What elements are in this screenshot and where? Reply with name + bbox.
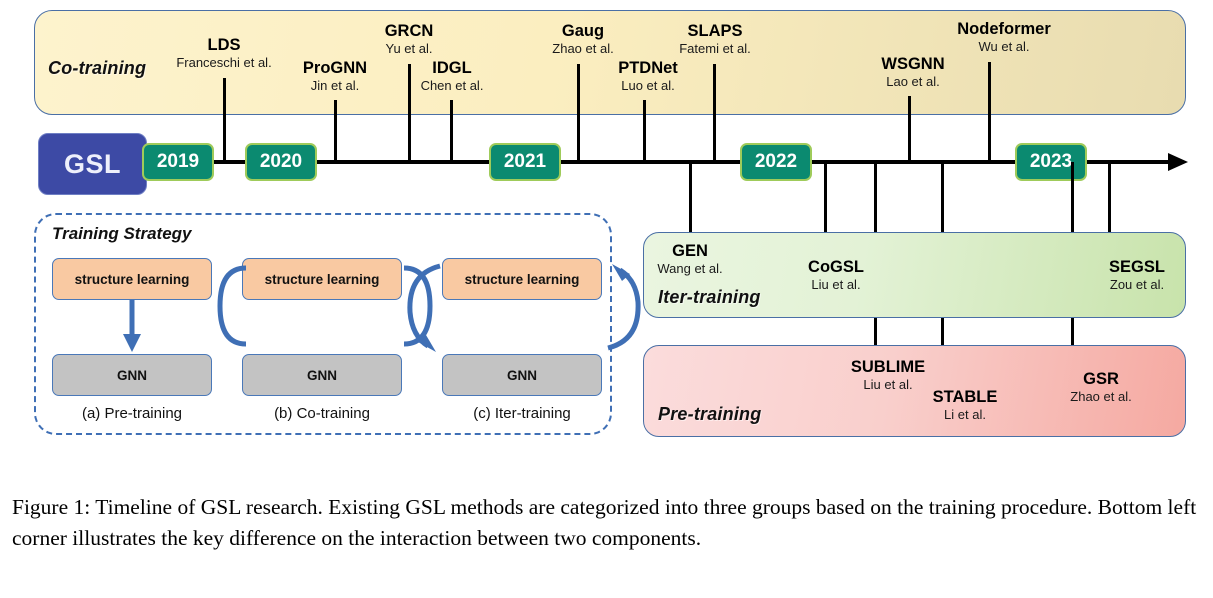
method-gen: GEN Wang et al. [657, 242, 722, 277]
method-name: Gaug [561, 22, 605, 40]
connector-tick-prognn [334, 100, 337, 162]
band-label-iter-training: Iter-training [658, 287, 761, 307]
year-box-2022[interactable]: 2022 [740, 143, 812, 181]
connector-tick-segsl [1108, 162, 1111, 234]
curved-arrow-up-c [607, 264, 641, 351]
training-strategy-caption-b: (b) Co-training [274, 405, 370, 422]
method-lds: LDS Franceschi et al. [176, 36, 271, 71]
method-authors: Franceschi et al. [176, 55, 272, 70]
connector-tick-grcn [408, 64, 411, 162]
method-name: SUBLIME [850, 358, 926, 376]
connector-tick-gaug [577, 64, 580, 162]
connector-tick-lds [223, 78, 226, 162]
year-box-2023[interactable]: 2023 [1015, 143, 1087, 181]
timeline-arrow-head [1168, 153, 1188, 171]
structure-learning-box-a: structure learning [52, 258, 212, 300]
method-name: Nodeformer [957, 20, 1051, 38]
connector-tick-cogsl [824, 162, 827, 234]
band-co-training [34, 10, 1186, 115]
gnn-box-b: GNN [242, 354, 402, 396]
method-authors: Lao et al. [886, 74, 940, 89]
method-wsgnn: WSGNN Lao et al. [881, 55, 944, 90]
arrow-down-a [123, 300, 141, 352]
gsl-root-box: GSL [38, 133, 147, 195]
method-authors: Jin et al. [310, 78, 360, 93]
connector-tick-nodeformer [988, 62, 991, 162]
curved-arrow-down-c [407, 263, 441, 352]
method-name: STABLE [932, 388, 998, 406]
band-label-pre-training: Pre-training [658, 404, 762, 424]
method-stable: STABLE Li et al. [933, 388, 998, 423]
method-name: SLAPS [687, 22, 743, 40]
method-nodeformer: Nodeformer Wu et al. [957, 20, 1051, 55]
method-name: PTDNet [618, 59, 678, 77]
method-authors: Yu et al. [385, 41, 433, 56]
method-authors: Liu et al. [863, 377, 913, 392]
training-strategy-caption-c: (c) Iter-training [473, 405, 571, 422]
method-name: SEGSL [1109, 258, 1165, 276]
training-strategy-title: Training Strategy [52, 224, 192, 243]
method-authors: Luo et al. [621, 78, 675, 93]
connector-tick-gen [689, 162, 692, 234]
method-authors: Fatemi et al. [679, 41, 751, 56]
method-name: GEN [672, 242, 708, 260]
method-name: CoGSL [808, 258, 864, 276]
method-slaps: SLAPS Fatemi et al. [679, 22, 751, 57]
year-box-2021[interactable]: 2021 [489, 143, 561, 181]
method-prognn: ProGNN Jin et al. [303, 59, 367, 94]
method-name: WSGNN [881, 55, 945, 73]
method-idgl: IDGL Chen et al. [421, 59, 484, 94]
training-strategy-panel-c: structure learning GNN (c) Iter-training [442, 258, 602, 422]
method-authors: Zhao et al. [552, 41, 614, 56]
band-iter-training [643, 232, 1186, 318]
method-authors: Zhao et al. [1070, 389, 1132, 404]
training-strategy-caption-a: (a) Pre-training [81, 405, 183, 422]
method-authors: Zou et al. [1109, 277, 1165, 292]
method-grcn: GRCN Yu et al. [385, 22, 434, 57]
method-segsl: SEGSL Zou et al. [1109, 258, 1165, 293]
bracket-left-b [217, 265, 247, 347]
training-strategy-panel-b: structure learning GNN (b) Co-training [242, 258, 402, 422]
gnn-box-a: GNN [52, 354, 212, 396]
year-box-2020[interactable]: 2020 [245, 143, 317, 181]
band-label-co-training: Co-training [48, 58, 147, 78]
method-authors: Liu et al. [811, 277, 861, 292]
figure-caption: Figure 1: Timeline of GSL research. Exis… [12, 495, 1197, 550]
connector-tick-idgl [450, 100, 453, 162]
method-ptdnet: PTDNet Luo et al. [618, 59, 678, 94]
structure-learning-box-b: structure learning [242, 258, 402, 300]
method-authors: Wang et al. [657, 261, 723, 276]
method-authors: Wu et al. [978, 39, 1030, 54]
method-name: GRCN [384, 22, 434, 40]
connector-tick-slaps [713, 64, 716, 162]
method-cogsl: CoGSL Liu et al. [808, 258, 864, 293]
method-name: LDS [207, 36, 241, 54]
training-strategy-panel-a: structure learning GNN (a) Pre-training [52, 258, 212, 422]
timeline-axis [145, 160, 1175, 164]
method-authors: Li et al. [944, 407, 986, 422]
method-authors: Chen et al. [420, 78, 484, 93]
connector-tick-wsgnn [908, 96, 911, 162]
year-box-2019[interactable]: 2019 [142, 143, 214, 181]
method-gaug: Gaug Zhao et al. [552, 22, 613, 57]
structure-learning-box-c: structure learning [442, 258, 602, 300]
method-sublime: SUBLIME Liu et al. [851, 358, 925, 393]
method-name: IDGL [432, 59, 472, 77]
method-name: ProGNN [302, 59, 368, 77]
band-pre-training [643, 345, 1186, 437]
method-name: GSR [1083, 370, 1119, 388]
bracket-right-b [403, 265, 433, 347]
gnn-box-c: GNN [442, 354, 602, 396]
method-gsr: GSR Zhao et al. [1070, 370, 1131, 405]
connector-tick-ptdnet [643, 100, 646, 162]
